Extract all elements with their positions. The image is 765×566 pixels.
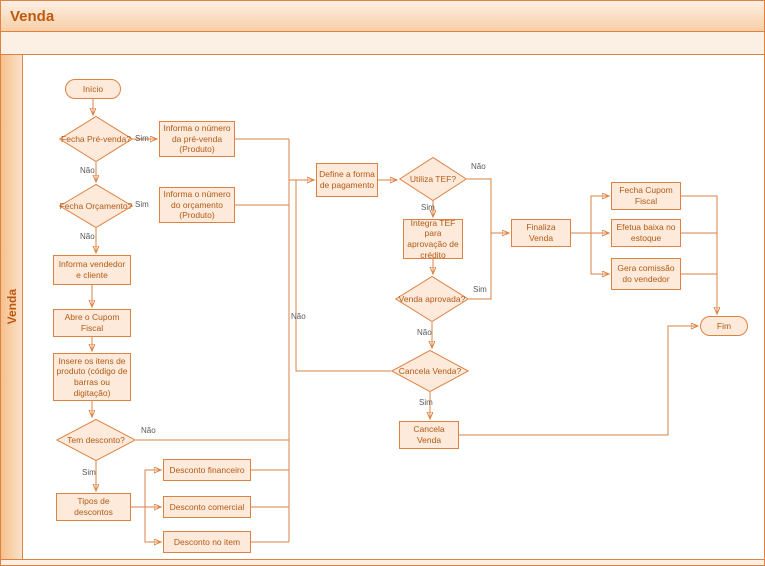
edge-right-collector-to-fim [681,195,717,313]
node-tipos-descontos: Tipos de descontos [56,493,131,521]
pool-footer [1,559,764,565]
node-abre-cupom: Abre o Cupom Fiscal [53,309,131,337]
node-gateway-fecha-orcamento: Fecha Orçamento? [59,184,133,228]
edge-cancela-nao-return [295,180,391,372]
node-gateway-fecha-pre-venda: Fecha Pré-venda? [59,116,133,162]
node-desconto-comercial: Desconto comercial [163,496,251,518]
edge-label-pre-venda-sim: Sim [135,134,149,143]
diamond-shape-icon [59,184,133,228]
node-integra-tef: Integra TEF para aprovação de crédito [403,218,463,260]
node-desconto-item: Desconto no item [163,531,251,553]
node-finaliza-venda: Finaliza Venda [511,219,571,247]
pool-subheader [1,32,764,55]
diamond-shape-icon [59,116,133,162]
node-start-inicio: Início [65,79,121,99]
node-fecha-cupom: Fecha Cupom Fiscal [611,182,681,210]
edge-label-aprovada-nao: Não [417,328,432,337]
node-informa-orcamento: Informa o número do orçamento (Produto) [159,187,235,223]
edge-tipos-to-financeiro [144,470,160,507]
edge-label-desconto-sim: Sim [82,468,96,477]
node-end-fim: Fim [700,316,748,336]
edge-finaliza-to-cupom [590,196,608,233]
node-insere-itens: Insere os itens de produto (código de ba… [53,353,131,401]
node-gateway-utiliza-tef: Utiliza TEF? [399,157,467,201]
lane-label: Venda [1,55,23,559]
node-gateway-venda-aprovada: Venda aprovada? [395,276,469,322]
node-define-pagamento: Define a forma de pagamento [316,163,378,197]
edge-finaliza-to-comissao [590,233,608,274]
edge-tef-nao [467,178,492,233]
pool-header: Venda [1,1,764,32]
diamond-shape-icon [391,350,469,392]
edge-label-tef-sim: Sim [421,203,435,212]
edge-label-cancela-sim: Sim [419,398,433,407]
diamond-shape-icon [56,419,136,461]
node-efetua-baixa: Efetua baixa no estoque [611,219,681,247]
edge-label-orcamento-sim: Sim [135,200,149,209]
diamond-shape-icon [395,276,469,322]
edge-label-tef-nao: Não [471,162,486,171]
edge-label-orcamento-nao: Não [80,232,95,241]
node-desconto-financeiro: Desconto financeiro [163,459,251,481]
edge-label-pre-venda-nao: Não [80,166,95,175]
node-informa-pre-venda: Informa o número da pré-venda (Produto) [159,121,235,157]
node-gateway-tem-desconto: Tem desconto? [56,419,136,461]
edge-cancela-to-fim [459,326,697,436]
node-gateway-cancela-venda: Cancela Venda? [391,350,469,392]
node-cancela-venda: Cancela Venda [399,421,459,449]
edge-label-desconto-nao: Não [141,426,156,435]
node-gera-comissao: Gera comissão do vendedor [611,258,681,290]
diamond-shape-icon [399,157,467,201]
edge-tipos-to-item [144,507,160,542]
edge-label-aprovada-sim: Sim [473,285,487,294]
pool-title: Venda [10,7,55,25]
edge-label-cancela-nao: Não [291,312,306,321]
node-informa-vendedor: Informa vendedor e cliente [53,255,131,285]
